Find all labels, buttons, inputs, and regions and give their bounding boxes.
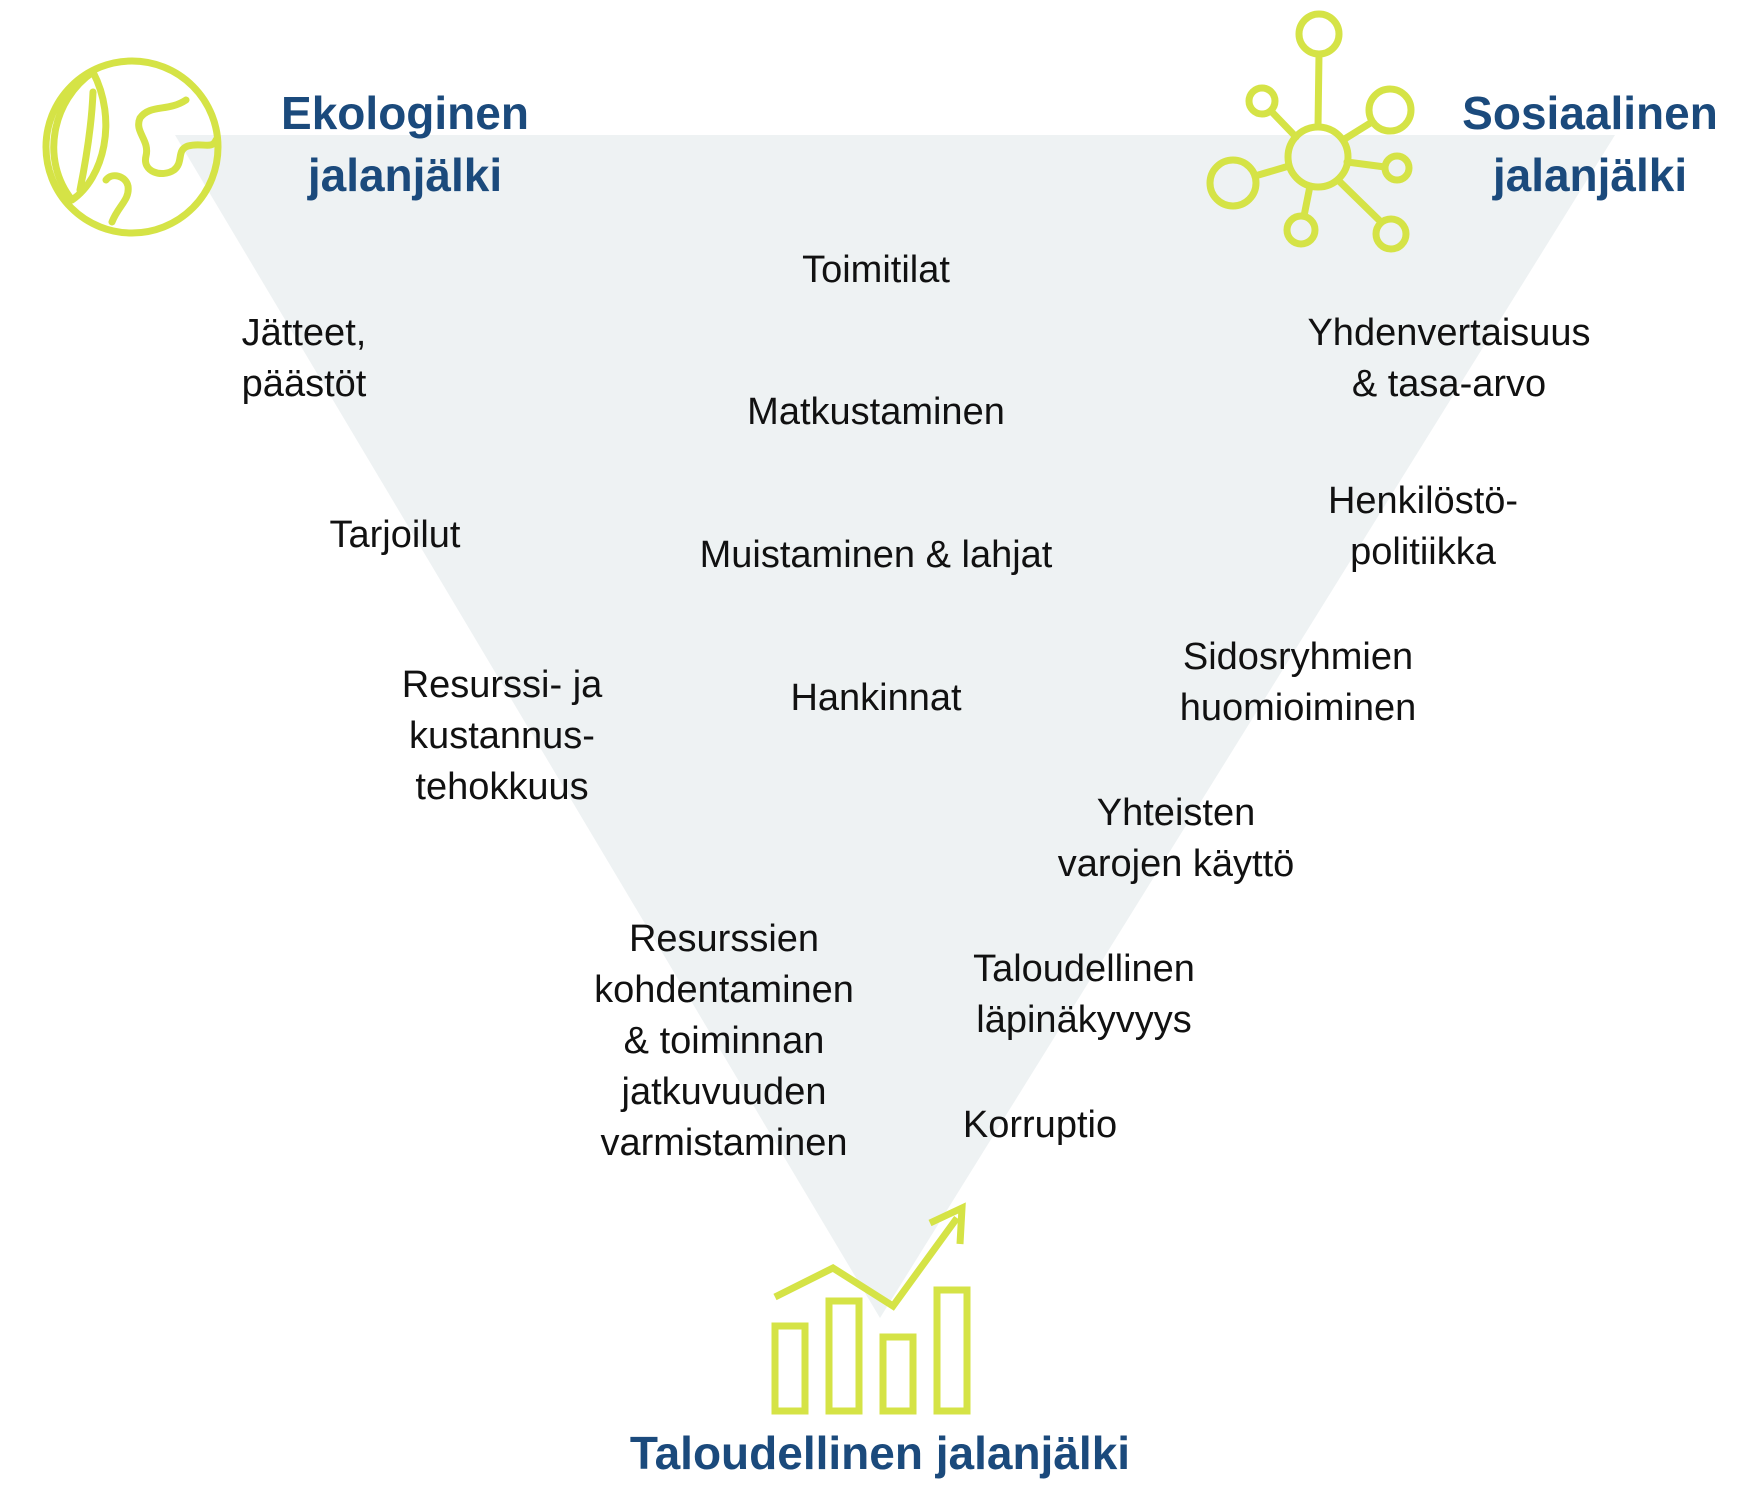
growth-bar-chart-icon <box>771 1202 971 1415</box>
economic-footprint-title: Taloudellinen jalanjälki <box>629 1427 1131 1479</box>
item-jatteet-paastot: Jätteet, päästöt <box>241 312 367 405</box>
social-footprint-title: Sosiaalinen jalanjälki <box>1462 87 1718 201</box>
item-resurssien-kohdentaminen: Resurssien kohdentaminen & toiminnan jat… <box>594 918 854 1164</box>
item-matkustaminen: Matkustaminen <box>747 391 1005 433</box>
item-yhteisten-varojen-kaytto: Yhteisten varojen käyttö <box>1057 792 1295 885</box>
globe-leaf-icon <box>42 57 222 237</box>
item-tarjoilut: Tarjoilut <box>329 514 461 556</box>
item-hankinnat: Hankinnat <box>790 677 962 719</box>
item-korruptio: Korruptio <box>962 1104 1118 1146</box>
item-yhdenvertaisuus-tasa-arvo: Yhdenvertaisuus & tasa-arvo <box>1307 312 1591 405</box>
item-taloudellinen-lapinakyvyys: Taloudellinen läpinäkyvyys <box>973 948 1195 1041</box>
ecological-footprint-title: Ekologinen jalanjälki <box>281 87 529 201</box>
network-nodes-icon <box>1206 10 1415 253</box>
item-henkilostopolitiikka: Henkilöstö- politiikka <box>1327 480 1519 573</box>
item-toimitilat: Toimitilat <box>802 249 950 291</box>
triangle-background <box>175 135 1615 1318</box>
item-muistaminen-lahjat: Muistaminen & lahjat <box>699 534 1053 576</box>
item-resurssi-kustannustehokkuus: Resurssi- ja kustannus- tehokkuus <box>401 664 603 808</box>
item-sidosryhmien-huomioiminen: Sidosryhmien huomioiminen <box>1179 636 1417 729</box>
